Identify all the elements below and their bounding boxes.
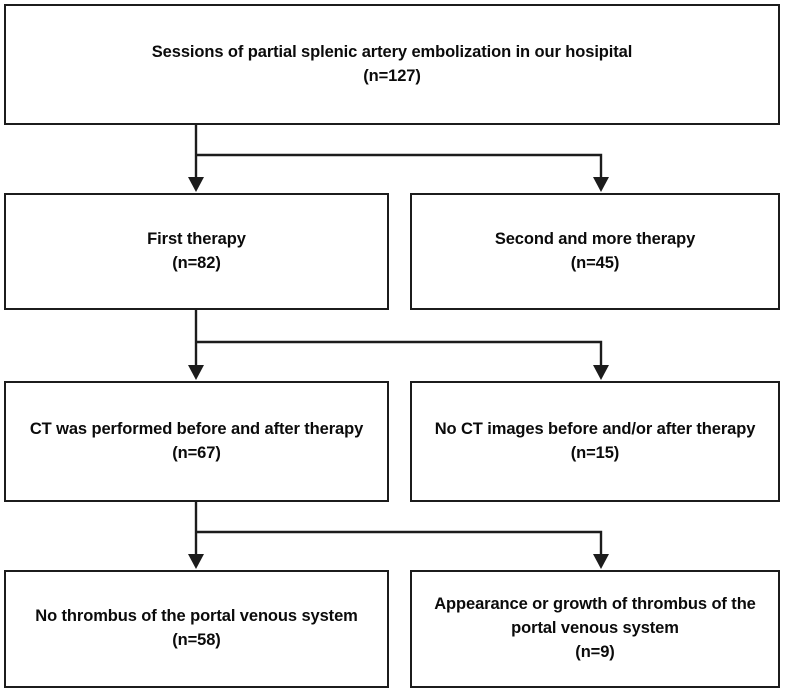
node-no-ct-images: No CT images before and/or after therapy… — [410, 381, 780, 502]
node-first-therapy-label: First therapy (n=82) — [147, 229, 246, 272]
edge-ct-performed-to-thrombus — [196, 530, 609, 569]
node-total-sessions-label: Sessions of partial splenic artery embol… — [151, 42, 633, 85]
node-total-sessions: Sessions of partial splenic artery embol… — [4, 4, 780, 125]
node-second-and-more-therapy-label: Second and more therapy (n=45) — [494, 229, 696, 272]
edge-first-therapy-to-no-ct-images — [196, 340, 609, 380]
node-thrombus-appearance-or-growth: Appearance or growth of thrombus of the … — [410, 570, 780, 688]
edge-ct-performed-to-no-thrombus — [188, 502, 204, 569]
node-no-thrombus: No thrombus of the portal venous system … — [4, 570, 389, 688]
node-no-ct-images-label: No CT images before and/or after therapy… — [434, 419, 756, 462]
node-first-therapy: First therapy (n=82) — [4, 193, 389, 310]
edge-top-to-second-therapy — [196, 153, 609, 192]
edge-first-therapy-to-ct-performed — [188, 310, 204, 380]
node-ct-performed-label: CT was performed before and after therap… — [29, 419, 364, 462]
node-ct-performed: CT was performed before and after therap… — [4, 381, 389, 502]
edge-top-to-first-therapy — [188, 125, 204, 192]
node-second-and-more-therapy: Second and more therapy (n=45) — [410, 193, 780, 310]
node-no-thrombus-label: No thrombus of the portal venous system … — [35, 607, 358, 649]
node-thrombus-appearance-or-growth-label: Appearance or growth of thrombus of the … — [434, 595, 756, 661]
